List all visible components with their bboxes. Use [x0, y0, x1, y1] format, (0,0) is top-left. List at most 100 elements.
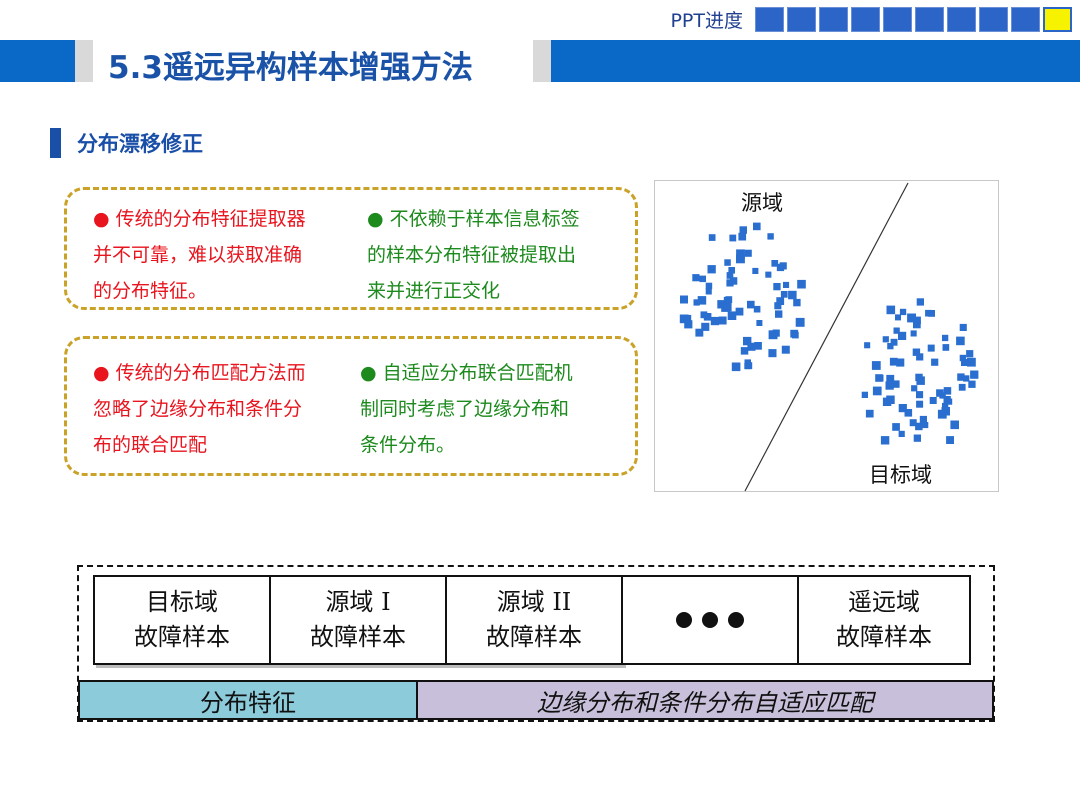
sample-marker — [909, 419, 917, 427]
title-bar-divider — [75, 40, 93, 82]
callout-solution-text: ● 不依赖于样本信息标签 的样本分布特征被提取出 来并进行正交化 — [367, 201, 637, 309]
sample-marker — [882, 397, 892, 406]
remote-domain-sample-cell: 遥远域 故障样本 — [797, 575, 971, 665]
sample-marker — [892, 380, 900, 388]
sample-marker — [753, 222, 761, 231]
title-bar-left-accent — [0, 40, 75, 82]
progress-step — [787, 6, 816, 32]
title-bar-right-accent — [551, 40, 1080, 82]
cell-line: 故障样本 — [486, 623, 582, 651]
sample-marker — [772, 329, 780, 337]
sample-marker — [957, 373, 965, 381]
section-heading: 分布漂移修正 — [50, 128, 203, 158]
sample-marker — [961, 359, 968, 366]
callout-problem-text: ● 传统的分布特征提取器 并不可靠，难以获取准确 的分布特征。 — [93, 201, 353, 309]
sample-marker — [726, 279, 734, 287]
callout-solution-text: ● 自适应分布联合匹配机 制同时考虑了边缘分布和 条件分布。 — [360, 355, 635, 463]
sample-marker — [705, 282, 713, 290]
sample-marker — [695, 328, 704, 337]
sample-marker — [919, 415, 927, 424]
sample-marker — [792, 331, 799, 339]
sample-marker — [726, 272, 734, 279]
progress-indicator: PPT进度 — [670, 5, 1072, 33]
title-bar-divider — [533, 40, 551, 82]
sample-marker — [950, 420, 959, 430]
sample-marker — [752, 267, 759, 274]
sample-marker — [915, 373, 923, 382]
cell-line: 故障样本 — [836, 623, 932, 651]
sample-marker — [727, 311, 737, 320]
cell-line: 目标域 — [146, 588, 218, 616]
sample-marker — [754, 342, 762, 350]
sample-marker — [925, 309, 932, 317]
progress-step-current — [1043, 6, 1072, 32]
sample-marker — [893, 327, 900, 334]
sample-marker — [882, 336, 889, 343]
text-line: ● 传统的分布匹配方法而 — [93, 362, 306, 384]
sample-marker — [880, 436, 890, 445]
sample-marker — [724, 259, 731, 266]
cell-line: 遥远域 — [848, 588, 920, 616]
sample-marker — [892, 423, 900, 431]
sample-marker — [765, 271, 772, 278]
sample-marker — [797, 279, 806, 289]
sample-marker — [722, 302, 732, 312]
ellipsis-dot — [728, 612, 744, 628]
sample-marker — [747, 300, 755, 309]
sample-marker — [942, 344, 950, 351]
text-line: 并不可靠，难以获取准确 — [93, 244, 303, 266]
text-line: 条件分布。 — [360, 434, 456, 456]
sample-marker — [875, 374, 883, 382]
sample-marker — [912, 348, 921, 356]
sample-marker — [739, 226, 747, 234]
sample-marker — [735, 307, 744, 316]
sample-marker — [886, 305, 896, 315]
sample-marker — [922, 422, 929, 429]
sample-marker — [942, 334, 949, 342]
sample-marker — [966, 350, 974, 358]
progress-step — [851, 6, 880, 32]
sample-marker — [968, 380, 976, 388]
sample-marker — [898, 331, 907, 340]
text-line: 来并进行正交化 — [367, 280, 501, 302]
sample-marker — [958, 383, 966, 391]
sample-marker — [783, 281, 790, 288]
domain-separator-line — [744, 182, 909, 492]
cell-line: 故障样本 — [134, 623, 230, 651]
progress-step — [819, 6, 848, 32]
ellipsis-dot — [676, 612, 692, 628]
sample-marker — [911, 385, 918, 392]
sample-marker — [942, 402, 949, 410]
sample-marker — [684, 320, 693, 329]
sample-marker — [929, 397, 937, 404]
domain-scatter-illustration: 源域 目标域 — [654, 180, 999, 492]
sample-marker — [795, 317, 805, 327]
progress-label: PPT进度 — [670, 9, 743, 32]
sample-marker — [790, 292, 797, 299]
sample-marker — [679, 314, 689, 324]
distribution-feature-bar: 分布特征 — [78, 680, 418, 720]
sample-marker — [705, 288, 712, 295]
sample-marker — [927, 344, 935, 352]
sample-marker — [773, 283, 781, 291]
text-line: 制同时考虑了边缘分布和 — [360, 398, 570, 420]
text-line: ● 传统的分布特征提取器 — [93, 208, 306, 230]
cell-line: 故障样本 — [310, 623, 406, 651]
sample-marker — [753, 305, 761, 313]
cell-line: 源域 II — [496, 588, 572, 616]
sample-marker — [890, 338, 898, 346]
sample-marker — [718, 316, 727, 325]
sample-marker — [910, 330, 917, 337]
sample-marker — [740, 347, 749, 355]
sample-marker — [931, 358, 939, 366]
sample-marker — [699, 275, 706, 283]
sample-marker — [767, 233, 774, 240]
sample-marker — [680, 295, 688, 304]
sample-marker — [916, 353, 924, 361]
sample-marker — [710, 316, 720, 326]
ellipsis-dot — [702, 612, 718, 628]
text-line: ● 不依赖于样本信息标签 — [367, 208, 580, 230]
sample-marker — [723, 296, 731, 304]
sample-marker — [703, 313, 712, 321]
sample-marker — [885, 381, 894, 390]
